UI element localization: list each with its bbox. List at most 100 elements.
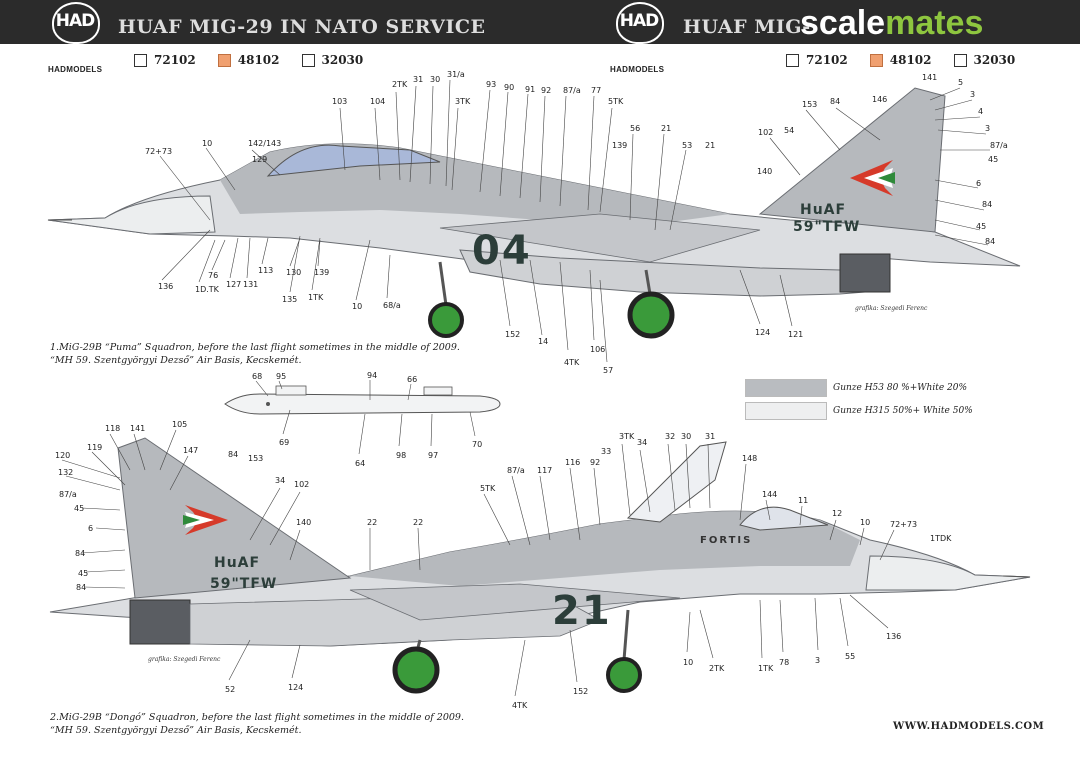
callout-number: 113: [258, 266, 274, 275]
callout-number: 54: [784, 126, 795, 135]
callout-number: 45: [74, 504, 85, 513]
callout-number: 146: [872, 95, 888, 104]
callout-number: 45: [78, 569, 89, 578]
callout-number: 5TK: [480, 484, 496, 493]
profile1-caption-line1: 1.MiG-29B “Puma” Squadron, before the la…: [50, 342, 460, 353]
callout-number: 120: [55, 451, 71, 460]
callout-number: 32: [665, 432, 676, 441]
callout-number: 45: [988, 155, 999, 164]
callout-number: 140: [296, 518, 312, 527]
callout-number: 14: [538, 337, 549, 346]
callout-number: 87/a: [563, 86, 581, 95]
profile1-caption: 1.MiG-29B “Puma” Squadron, before the la…: [50, 341, 460, 367]
callout-number: 103: [332, 97, 348, 106]
kit-codes-left: 72102 48102 32030: [134, 51, 385, 69]
header-band: [0, 0, 1080, 44]
profile2-caption-line1: 2.MiG-29B “Dongó” Squadron, before the l…: [50, 712, 464, 723]
page-title-left: HUAF MIG-29 IN NATO SERVICE: [118, 16, 486, 38]
callout-number: 119: [87, 443, 103, 452]
callout-number: 1TK: [308, 293, 324, 302]
callout-number: 72+73: [890, 520, 918, 529]
callout-number: 3: [985, 124, 991, 133]
callout-number: 141: [130, 424, 146, 433]
callout-number: 33: [601, 447, 612, 456]
callout-number: 1TDK: [930, 534, 952, 543]
callout-number: 152: [505, 330, 521, 339]
callout-number: 131: [243, 280, 259, 289]
callout-number: 152: [573, 687, 589, 696]
callout-number: 139: [612, 141, 628, 150]
callout-number: 10: [683, 658, 694, 667]
callout-number: 56: [630, 124, 641, 133]
callout-number: 142/143: [248, 139, 282, 148]
hadmodels-logo-left: HAD: [46, 2, 104, 44]
callout-number: 12: [832, 509, 843, 518]
callout-number: 87/a: [507, 466, 525, 475]
callout-number: 30: [430, 75, 441, 84]
callout-number: 70: [472, 440, 483, 449]
callout-number: 78: [779, 658, 790, 667]
callout-number: 68: [252, 372, 263, 381]
callout-number: 91: [525, 85, 536, 94]
callout-number: 4: [978, 107, 984, 116]
callout-number: 102: [758, 128, 774, 137]
scalemates-watermark: scalemates: [800, 4, 983, 43]
callout-number: 30: [681, 432, 692, 441]
kit-codes-right: 72102 48102 32030: [786, 51, 1037, 69]
callout-number: 97: [428, 451, 439, 460]
callout-number: 92: [541, 86, 552, 95]
callout-number: 21: [661, 124, 672, 133]
swatch-dark-grey: [745, 379, 827, 397]
profile2-credit: grafika: Szegedi Ferenc: [148, 656, 221, 663]
callout-number: 140: [757, 167, 773, 176]
profile2-fortis: FORTIS: [700, 535, 753, 546]
checkbox-48102-right: [869, 53, 883, 67]
callout-number: 68/a: [383, 301, 401, 310]
legend-item-light: Gunze H315 50%+ White 50%: [745, 402, 973, 420]
callout-number: 141: [922, 73, 938, 82]
profile1-tail-huaf: HuAF: [800, 202, 847, 218]
callout-number: 3: [970, 90, 976, 99]
callout-number: 144: [762, 490, 778, 499]
callout-number: 106: [590, 345, 606, 354]
callout-number: 92: [590, 458, 601, 467]
profile2-caption: 2.MiG-29B “Dongó” Squadron, before the l…: [50, 711, 464, 737]
callout-number: 10: [860, 518, 871, 527]
checkbox-48102: [217, 53, 231, 67]
swatch-light-grey: [745, 402, 827, 420]
profile1-caption-line2: “MH 59. Szentgyörgyi Dezső” Air Basis, K…: [50, 355, 302, 366]
callout-number: 10: [202, 139, 213, 148]
callout-number: 84: [228, 450, 239, 459]
callout-number: 22: [367, 518, 378, 527]
profile1-credit: grafika: Szegedi Ferenc: [855, 305, 928, 312]
callout-number: 3TK: [619, 432, 635, 441]
checkbox-32030-right: [953, 53, 967, 67]
legend-item-dark: Gunze H53 80 %+White 20%: [745, 379, 967, 397]
callout-number: 105: [172, 420, 188, 429]
callout-number: 87/a: [59, 490, 77, 499]
callout-number: 21: [705, 141, 716, 150]
callout-number: 45: [976, 222, 987, 231]
callout-number: 64: [355, 459, 366, 468]
callout-number: 124: [288, 683, 304, 692]
callout-number: 90: [504, 83, 515, 92]
watermark-scale: scale: [800, 4, 886, 42]
callout-number: 31: [705, 432, 716, 441]
callout-number: 84: [985, 237, 996, 246]
checkbox-32030: [301, 53, 315, 67]
callout-number: 136: [158, 282, 174, 291]
callout-number: 121: [788, 330, 804, 339]
callout-number: 55: [845, 652, 856, 661]
callout-number: 135: [282, 295, 298, 304]
callout-number: 22: [413, 518, 424, 527]
callout-number: 136: [886, 632, 902, 641]
callout-number: 84: [982, 200, 993, 209]
callout-number: 66: [407, 375, 418, 384]
callout-number: 118: [105, 424, 121, 433]
callout-number: 34: [637, 438, 648, 447]
callout-number: 34: [275, 476, 286, 485]
callout-number: 4TK: [512, 701, 528, 710]
